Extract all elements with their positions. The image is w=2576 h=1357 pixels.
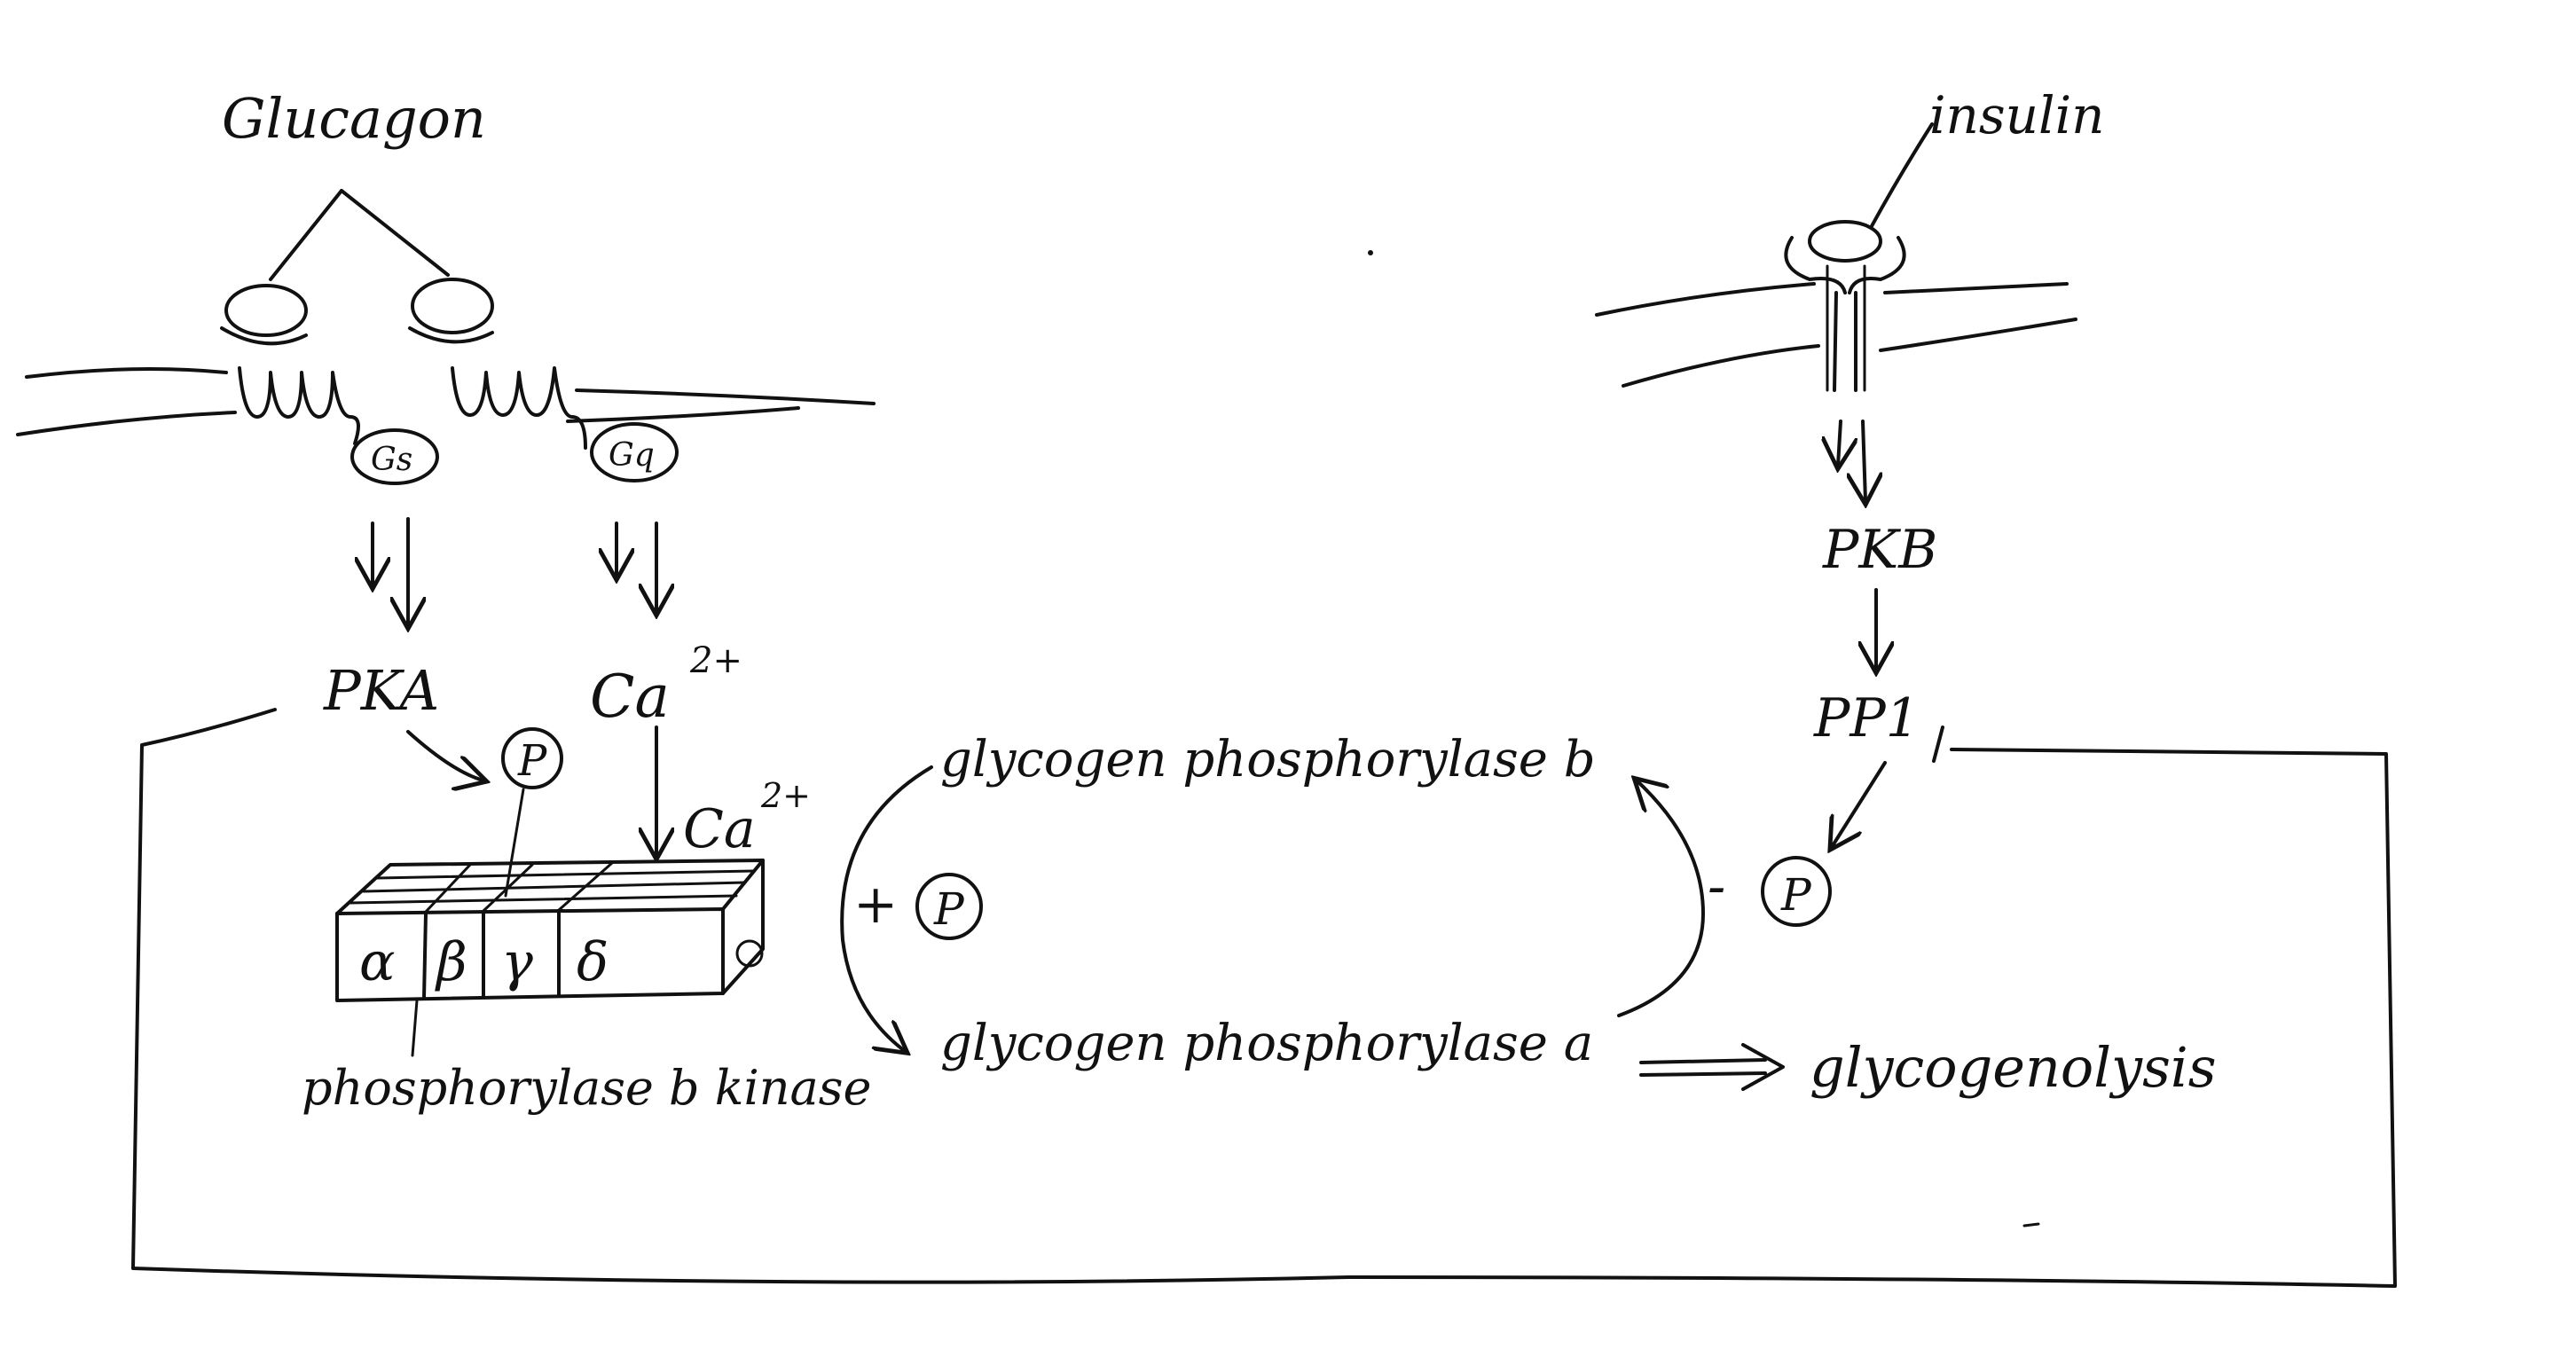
phosphorylase-a-label: glycogen phosphorylase a bbox=[940, 1015, 1593, 1072]
right-plasma-membrane bbox=[1595, 282, 2077, 388]
ca-outer-label: Ca bbox=[590, 663, 670, 731]
plus-sign: + bbox=[853, 874, 898, 936]
insulin-receptor bbox=[1784, 236, 1906, 392]
center-phosphate-circle bbox=[915, 873, 983, 940]
insulin-ligand bbox=[1808, 220, 1882, 263]
gpcr-receptor-2 bbox=[451, 366, 587, 450]
kinase-label-pointer bbox=[411, 999, 419, 1057]
phosphorylase-b-label: glycogen phosphorylase b bbox=[940, 731, 1596, 788]
pp1-phosphate-label: P bbox=[1780, 869, 1812, 921]
pp1-label: PP1 bbox=[1813, 687, 1920, 749]
receptor-cup-2 bbox=[408, 326, 494, 344]
gpcr-receptor-1 bbox=[238, 366, 360, 445]
ca-outer-charge: 2+ bbox=[689, 640, 742, 681]
pp1-to-phosphate-arrow bbox=[1832, 761, 1887, 847]
cell-boundary bbox=[131, 708, 2397, 1288]
a-to-b-arrow bbox=[1617, 780, 1705, 1017]
stray-mark bbox=[2022, 1222, 2040, 1228]
gs-label: Gs bbox=[371, 442, 412, 478]
pka-phosphate-label: P bbox=[517, 736, 547, 786]
receptor-to-pkb-arrows bbox=[1838, 420, 1865, 501]
center-phosphate-label: P bbox=[933, 883, 965, 935]
stray-dot bbox=[1368, 250, 1373, 255]
insulin-pointer-line bbox=[1870, 122, 1934, 228]
gq-protein bbox=[590, 422, 679, 482]
insulin-label: insulin bbox=[1929, 85, 2104, 145]
pkb-label: PKB bbox=[1822, 519, 1937, 581]
pp1-phosphate-circle bbox=[1761, 856, 1832, 927]
subunit-beta: β bbox=[435, 931, 467, 993]
pka-label: PKA bbox=[323, 658, 439, 723]
glucagon-ligand-1 bbox=[224, 284, 308, 337]
subunit-delta: δ bbox=[577, 931, 609, 993]
pka-to-p-arrow bbox=[406, 730, 483, 780]
minus-sign: - bbox=[1708, 856, 1725, 918]
gq-label: Gq bbox=[609, 437, 655, 474]
glucagon-label: Glucagon bbox=[222, 86, 486, 151]
subunit-gamma: γ bbox=[501, 931, 533, 993]
pka-phosphate-circle bbox=[501, 727, 563, 789]
subunit-alpha: α bbox=[359, 931, 396, 993]
ca-inner-charge: 2+ bbox=[760, 776, 811, 815]
gq-to-ca-arrows bbox=[617, 522, 656, 612]
gs-protein bbox=[350, 428, 439, 485]
left-plasma-membrane bbox=[16, 367, 876, 436]
kinase-name-label: phosphorylase b kinase bbox=[302, 1060, 871, 1116]
glucagon-branch-lines bbox=[269, 189, 450, 281]
a-to-glycogenolysis-arrow bbox=[1639, 1043, 1785, 1091]
ca-inner-label: Ca bbox=[683, 798, 756, 860]
b-to-a-arrow bbox=[840, 765, 933, 1051]
receptor-cup-1 bbox=[220, 326, 308, 346]
phosphate-attach-line bbox=[504, 788, 525, 898]
glycogenolysis-label: glycogenolysis bbox=[1810, 1035, 2217, 1100]
glucagon-ligand-2 bbox=[411, 278, 494, 334]
gs-to-pka-arrows bbox=[373, 517, 408, 625]
phosphorylase-b-kinase bbox=[335, 859, 765, 1002]
